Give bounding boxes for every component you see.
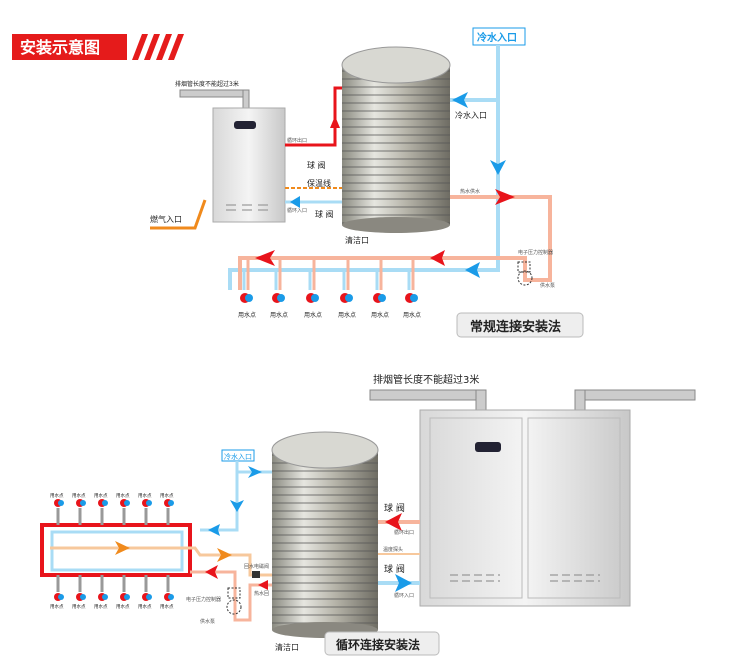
svg-text:热水回: 热水回 xyxy=(254,590,269,597)
flue-note: 排烟管长度不能超过3米 xyxy=(373,373,479,386)
svg-text:用水点: 用水点 xyxy=(116,603,130,610)
circulation-connection-diagram: 排烟管长度不能超过3米 清洁口 球 阀 循环出口 温度探头 球 阀 循环入口 xyxy=(40,373,696,656)
clean-port-label: 清洁口 xyxy=(345,235,369,245)
circ-out-label: 循环出口 xyxy=(287,137,307,144)
gas-pipe xyxy=(150,199,207,230)
ball-valve-label: 球 阀 xyxy=(384,563,405,575)
pump-icon xyxy=(517,270,533,286)
gas-inlet-label: 燃气入口 xyxy=(150,214,182,224)
svg-text:供水泵: 供水泵 xyxy=(540,282,555,289)
title-banner: 安装示意图 xyxy=(12,34,184,60)
flue-pipe xyxy=(179,89,249,98)
water-points-top: 用水点 用水点 用水点 用水点 用水点 用水点 xyxy=(50,492,174,525)
storage-tank xyxy=(271,431,379,638)
regular-connection-diagram: 排烟管长度不能超过3米 燃气入口 球 阀 保温线 球 阀 循环出口 循环入口 清… xyxy=(150,27,584,338)
water-points: 用水点 用水点 用水点 用水点 用水点 用水点 xyxy=(238,258,421,319)
water-point-label: 用水点 xyxy=(338,311,356,319)
cold-main-pipe xyxy=(228,45,500,290)
ball-valve-label: 球 阀 xyxy=(307,160,326,170)
svg-text:循环连接安装法: 循环连接安装法 xyxy=(336,637,420,652)
method-label-circulation: 循环连接安装法 xyxy=(324,631,440,656)
hot-supply-pipe xyxy=(238,195,552,290)
cold-inlet-label: 冷水入口 xyxy=(455,110,487,120)
hot-loop-pipe xyxy=(40,523,192,577)
circ-in-label: 循环入口 xyxy=(287,207,307,214)
flue-pipe xyxy=(369,389,486,401)
water-point-label: 用水点 xyxy=(371,311,389,319)
svg-text:用水点: 用水点 xyxy=(50,492,64,499)
pump-icon xyxy=(226,599,242,615)
heater-display xyxy=(475,442,501,452)
svg-text:用水点: 用水点 xyxy=(160,492,174,499)
svg-text:温度探头: 温度探头 xyxy=(383,546,403,553)
cold-loop-pipe xyxy=(50,530,184,572)
svg-text:用水点: 用水点 xyxy=(72,603,86,610)
ball-valve-label: 球 阀 xyxy=(384,502,405,514)
cold-main-pipe xyxy=(200,461,239,532)
svg-text:用水点: 用水点 xyxy=(72,492,86,499)
svg-text:循环入口: 循环入口 xyxy=(394,592,414,599)
clean-port-label: 清洁口 xyxy=(275,642,299,652)
svg-text:电子压力控制器: 电子压力控制器 xyxy=(518,249,553,256)
svg-text:回水电磁阀: 回水电磁阀 xyxy=(244,563,269,570)
pressure-controller-icon xyxy=(517,261,531,273)
hot-out-pipe xyxy=(285,86,342,147)
insulation-label: 保温线 xyxy=(307,178,331,188)
water-point-label: 用水点 xyxy=(304,311,322,319)
water-points-bottom: 用水点 用水点 用水点 用水点 用水点 用水点 xyxy=(50,575,174,610)
svg-text:用水点: 用水点 xyxy=(94,492,108,499)
svg-text:电子压力控制器: 电子压力控制器 xyxy=(186,596,221,603)
svg-text:供水泵: 供水泵 xyxy=(200,618,215,625)
flue-note: 排烟管长度不能超过3米 xyxy=(175,80,239,88)
storage-tank xyxy=(341,46,451,233)
svg-text:用水点: 用水点 xyxy=(160,603,174,610)
svg-text:用水点: 用水点 xyxy=(50,603,64,610)
svg-text:冷水入口: 冷水入口 xyxy=(224,452,252,461)
hot-supply-label: 热水供水 xyxy=(460,188,480,195)
svg-text:用水点: 用水点 xyxy=(94,603,108,610)
water-point-label: 用水点 xyxy=(403,311,421,319)
pressure-controller-icon xyxy=(227,587,241,599)
svg-text:循环出口: 循环出口 xyxy=(394,529,414,536)
water-point-label: 用水点 xyxy=(238,311,256,319)
ball-valve-label: 球 阀 xyxy=(315,209,334,219)
return-valve-icon xyxy=(252,571,260,578)
svg-text:用水点: 用水点 xyxy=(116,492,130,499)
page-title: 安装示意图 xyxy=(20,38,100,57)
water-point-label: 用水点 xyxy=(270,311,288,319)
svg-text:冷水入口: 冷水入口 xyxy=(477,31,517,44)
svg-text:用水点: 用水点 xyxy=(138,603,152,610)
heater-display xyxy=(234,121,256,129)
hot-return-pipe xyxy=(190,570,272,622)
method-label-regular: 常规连接安装法 xyxy=(456,312,584,338)
commercial-water-heater xyxy=(419,409,631,607)
svg-text:用水点: 用水点 xyxy=(138,492,152,499)
svg-text:常规连接安装法: 常规连接安装法 xyxy=(470,319,561,335)
